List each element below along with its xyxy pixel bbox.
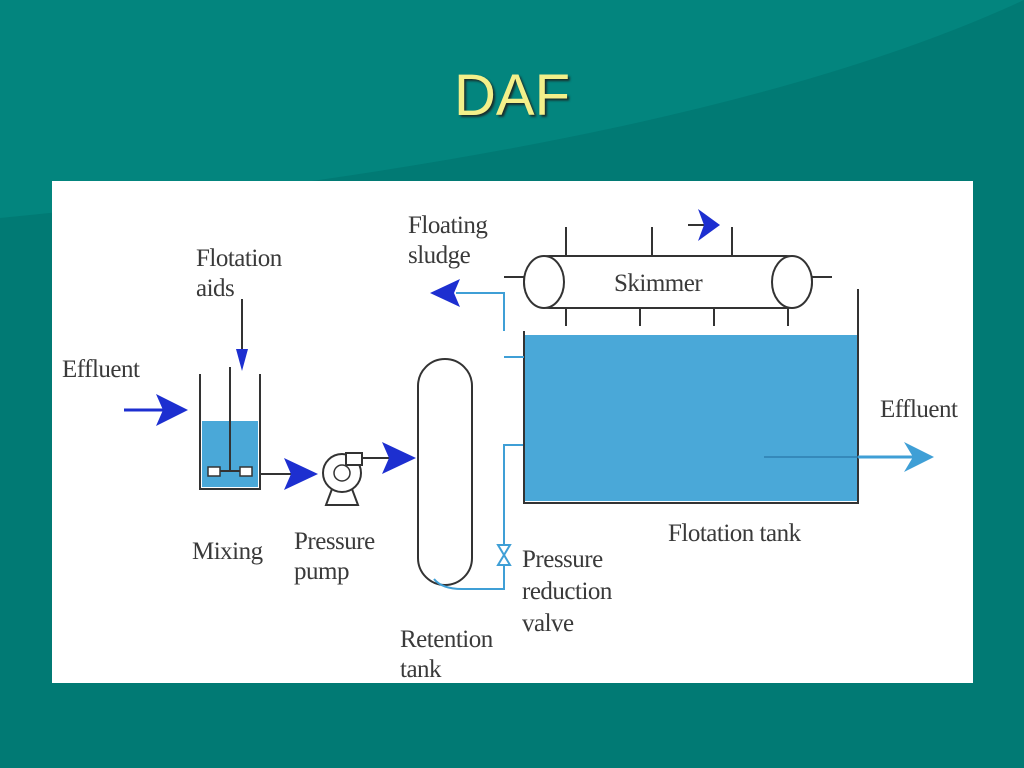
valve-label-line2: reduction — [522, 578, 613, 605]
floating-sludge-label-line2: sludge — [408, 242, 471, 269]
pressure-pump-label-line2: pump — [294, 558, 349, 585]
pressure-pump-label-line1: Pressure — [294, 528, 375, 555]
flotation-aids-label-line2: aids — [196, 275, 234, 302]
flotation-aids-label-line1: Flotation — [196, 245, 283, 272]
effluent-inlet-arrow — [124, 394, 188, 426]
pressure-pump — [322, 452, 363, 506]
floating-sludge-arrow — [430, 279, 524, 358]
skimmer-direction-arrow — [688, 209, 720, 241]
flotation-tank — [523, 289, 859, 504]
pump-to-retention-arrow — [362, 442, 416, 474]
skimmer — [504, 227, 832, 326]
floating-sludge-label-line1: Floating — [408, 212, 488, 239]
effluent-inlet-label: Effluent — [62, 356, 140, 383]
skimmer-label: Skimmer — [614, 270, 703, 297]
retention-tank-label-line1: Retention — [400, 626, 494, 653]
flotation-tank-label: Flotation tank — [668, 520, 802, 547]
mixing-label: Mixing — [192, 538, 264, 565]
valve-label-line1: Pressure — [522, 546, 603, 573]
valve-label-line3: valve — [522, 610, 574, 637]
effluent-outlet-label: Effluent — [880, 396, 958, 423]
daf-diagram: Effluent Flotation aids Mixing — [52, 181, 973, 683]
retention-tank — [417, 358, 473, 586]
flotation-aids-arrow — [236, 299, 248, 371]
recycle-pipe — [433, 444, 524, 590]
mixing-to-pump-arrow — [260, 458, 318, 490]
mixing-tank — [199, 367, 261, 490]
retention-tank-label-line2: tank — [400, 656, 442, 683]
slide-title: DAF — [454, 63, 570, 128]
pressure-reduction-valve — [496, 544, 512, 566]
